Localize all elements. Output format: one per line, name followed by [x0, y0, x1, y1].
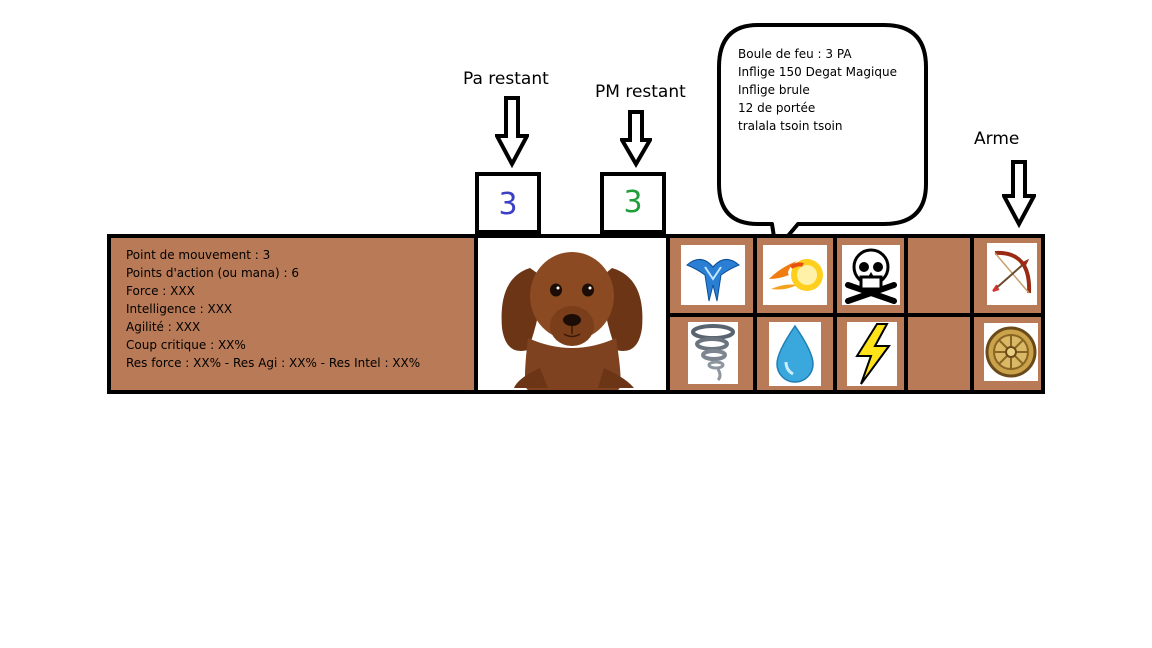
grid-divider	[670, 313, 1045, 317]
pa-value: 3	[498, 187, 518, 222]
lightning-icon	[855, 323, 891, 385]
stat-intelligence: Intelligence : XXX	[126, 302, 233, 316]
pa-counter: 3	[475, 172, 541, 234]
bow-arrow-icon	[992, 250, 1032, 294]
stat-resistances: Res force : XX% - Res Agi : XX% - Res In…	[126, 356, 421, 370]
spell-tooltip: Boule de feu : 3 PA Inflige 150 Degat Ma…	[738, 45, 918, 135]
weapon-slot-bow[interactable]	[987, 243, 1037, 305]
weapon-slot-shield[interactable]	[984, 323, 1038, 381]
spell-slot-lightning[interactable]	[847, 322, 897, 386]
tooltip-line: tralala tsoin tsoin	[738, 119, 843, 133]
label-arme: Arme	[974, 129, 1020, 149]
tornado-icon	[691, 324, 735, 382]
stat-action-points: Points d'action (ou mana) : 6	[126, 266, 299, 280]
dog-portrait-icon	[501, 252, 643, 390]
stat-force: Force : XXX	[126, 284, 195, 298]
pm-value: 3	[623, 185, 643, 220]
label-pa-restant: Pa restant	[463, 69, 549, 89]
tooltip-line: 12 de portée	[738, 101, 816, 115]
tooltip-line: Inflige brule	[738, 83, 810, 97]
ice-spell-icon	[686, 259, 740, 302]
label-pm-restant: PM restant	[595, 82, 686, 102]
spell-slot-fireball[interactable]	[763, 245, 827, 305]
spell-slot-tornado[interactable]	[688, 322, 738, 384]
round-shield-icon	[985, 326, 1037, 378]
fireball-icon	[769, 259, 823, 291]
spell-slot-ice[interactable]	[681, 245, 745, 305]
stat-agility: Agilité : XXX	[126, 320, 201, 334]
tooltip-line: Inflige 150 Degat Magique	[738, 65, 897, 79]
water-drop-icon	[776, 324, 814, 383]
character-panel: Point de mouvement : 3 Points d'action (…	[107, 234, 1045, 394]
pm-counter: 3	[600, 172, 666, 234]
stat-critical: Coup critique : XX%	[126, 338, 246, 352]
arrow-down-icon	[495, 96, 529, 168]
spell-slot-water[interactable]	[769, 322, 821, 386]
character-portrait	[478, 238, 670, 390]
spell-slot-poison[interactable]	[842, 245, 900, 305]
arrow-down-icon	[1002, 160, 1036, 229]
tooltip-line: Boule de feu : 3 PA	[738, 47, 852, 61]
stat-movement-points: Point de mouvement : 3	[126, 248, 271, 262]
stats-section: Point de mouvement : 3 Points d'action (…	[111, 238, 478, 390]
arrow-down-icon	[620, 110, 652, 168]
skull-crossbones-icon	[845, 248, 897, 304]
